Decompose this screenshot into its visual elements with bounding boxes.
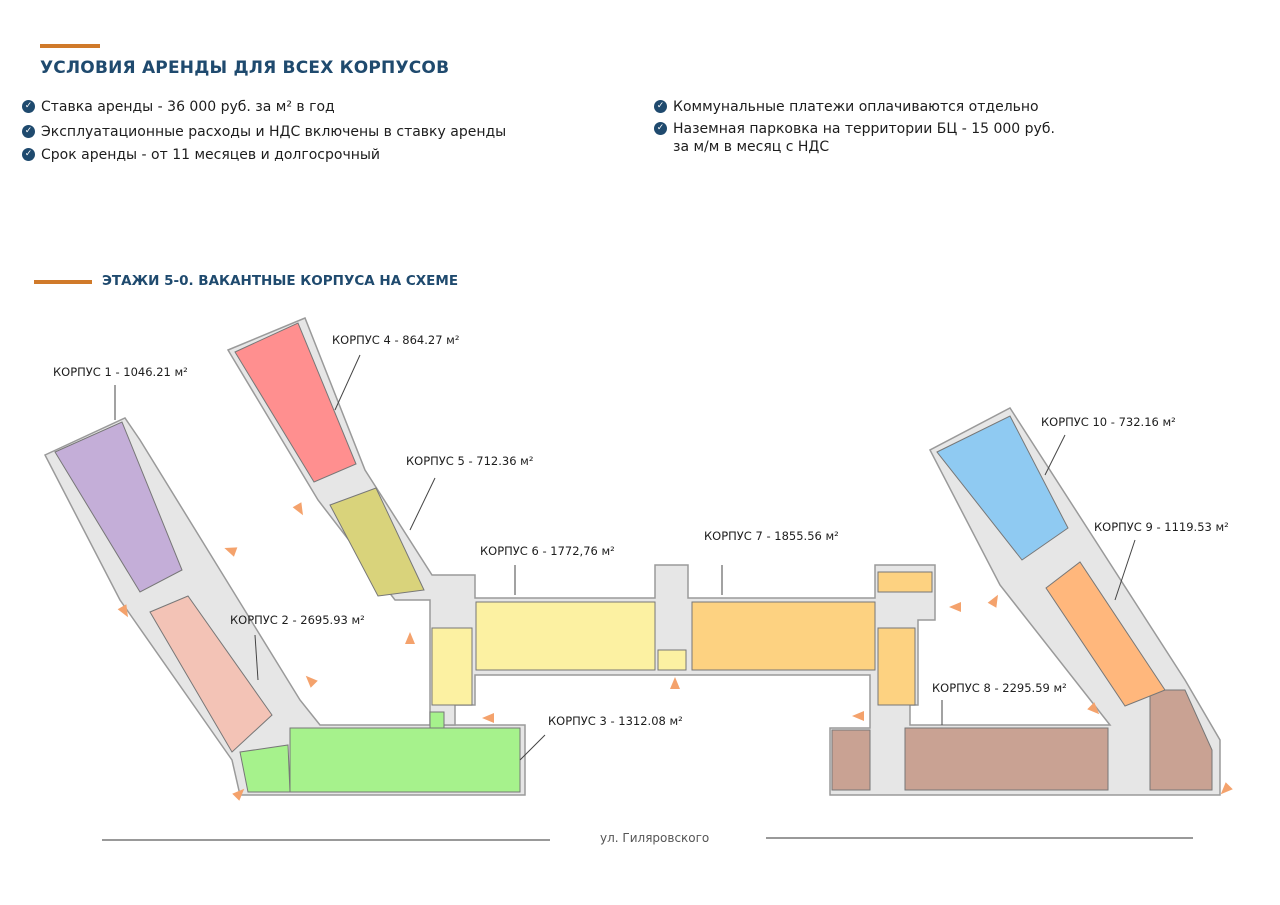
street-lines xyxy=(102,837,1193,841)
street-name: ул. Гиляровского xyxy=(600,831,710,845)
entrance-arrow-icon xyxy=(232,788,245,801)
building-10-label: КОРПУС 10 - 732.16 м² xyxy=(1041,415,1176,429)
building-8-area[interactable] xyxy=(1149,689,1213,791)
entrance-arrow-icon xyxy=(117,604,128,618)
condition-item: ✓ Коммунальные платежи оплачиваются отдел… xyxy=(654,98,1039,116)
building-2-area[interactable] xyxy=(149,595,273,753)
building-1-label: КОРПУС 1 - 1046.21 м² xyxy=(53,365,188,379)
condition-item: ✓ Наземная парковка на территории БЦ - 15… xyxy=(654,120,1055,156)
building-7-area[interactable] xyxy=(877,627,916,706)
building-5-area[interactable] xyxy=(329,487,425,597)
building-6-area[interactable] xyxy=(657,649,687,671)
check-icon: ✓ xyxy=(654,122,667,135)
building-4-label: КОРПУС 4 - 864.27 м² xyxy=(332,333,460,347)
plan-title: ЭТАЖИ 5-0. ВАКАНТНЫЕ КОРПУСА НА СХЕМЕ xyxy=(102,273,459,289)
building-3-area[interactable] xyxy=(289,727,521,793)
condition-text: Эксплуатационные расходы и НДС включены … xyxy=(41,124,507,140)
building-3-area[interactable] xyxy=(429,711,445,729)
building-3-label: КОРПУС 3 - 1312.08 м² xyxy=(548,714,683,728)
entrance-arrow-icon xyxy=(1220,782,1233,795)
building-4-area[interactable] xyxy=(234,322,357,483)
building-8-area[interactable] xyxy=(904,727,1109,791)
leader-lines xyxy=(114,354,1136,761)
accent-line xyxy=(34,280,92,284)
entrance-arrow-icon xyxy=(1087,702,1100,715)
check-icon: ✓ xyxy=(22,148,35,161)
condition-text: Коммунальные платежи оплачиваются отдель… xyxy=(673,99,1039,115)
building-6-area[interactable] xyxy=(431,627,473,706)
building-1-area[interactable] xyxy=(54,421,183,593)
entrance-arrow-icon xyxy=(224,547,238,557)
building-6-area[interactable] xyxy=(475,601,656,671)
condition-item: ✓ Ставка аренды - 36 000 руб. за м² в год xyxy=(22,98,335,116)
building-7-label: КОРПУС 7 - 1855.56 м² xyxy=(704,529,839,543)
accent-line xyxy=(40,44,100,48)
building-10-area[interactable] xyxy=(936,415,1069,561)
building-3-area[interactable] xyxy=(239,744,291,793)
condition-text: Наземная парковка на территории БЦ - 15 … xyxy=(673,121,1055,137)
building-2-label: КОРПУС 2 - 2695.93 м² xyxy=(230,613,365,627)
entrance-arrow-icon xyxy=(305,675,318,688)
condition-item: ✓ Эксплуатационные расходы и НДС включены… xyxy=(22,123,506,141)
building-7-area[interactable] xyxy=(691,601,876,671)
check-icon: ✓ xyxy=(22,100,35,113)
condition-text: Срок аренды - от 11 месяцев и долгосрочн… xyxy=(41,147,381,163)
building-8-area[interactable] xyxy=(831,729,871,791)
check-icon: ✓ xyxy=(654,100,667,113)
entrance-arrow-icon xyxy=(852,711,864,721)
entrance-arrow-icon xyxy=(405,632,415,644)
condition-item: ✓ Срок аренды - от 11 месяцев и долгосроч… xyxy=(22,146,380,164)
entrance-arrow-icon xyxy=(670,677,680,689)
entrance-arrow-icon xyxy=(949,602,961,612)
entrance-arrow-icon xyxy=(292,502,303,516)
building-5-label: КОРПУС 5 - 712.36 м² xyxy=(406,454,534,468)
check-icon: ✓ xyxy=(22,125,35,138)
condition-text: Ставка аренды - 36 000 руб. за м² в год xyxy=(41,99,335,115)
entrance-arrow-icon xyxy=(482,713,494,723)
condition-text: за м/м в месяц с НДС xyxy=(673,139,830,155)
building-6-label: КОРПУС 6 - 1772,76 м² xyxy=(480,544,615,558)
building-7-area[interactable] xyxy=(877,571,933,593)
building-9-area[interactable] xyxy=(1045,561,1166,707)
building-8-label: КОРПУС 8 - 2295.59 м² xyxy=(932,681,1067,695)
entrance-arrow-icon xyxy=(987,594,998,608)
building-9-label: КОРПУС 9 - 1119.53 м² xyxy=(1094,520,1229,534)
conditions-title: УСЛОВИЯ АРЕНДЫ ДЛЯ ВСЕХ КОРПУСОВ xyxy=(40,58,450,78)
